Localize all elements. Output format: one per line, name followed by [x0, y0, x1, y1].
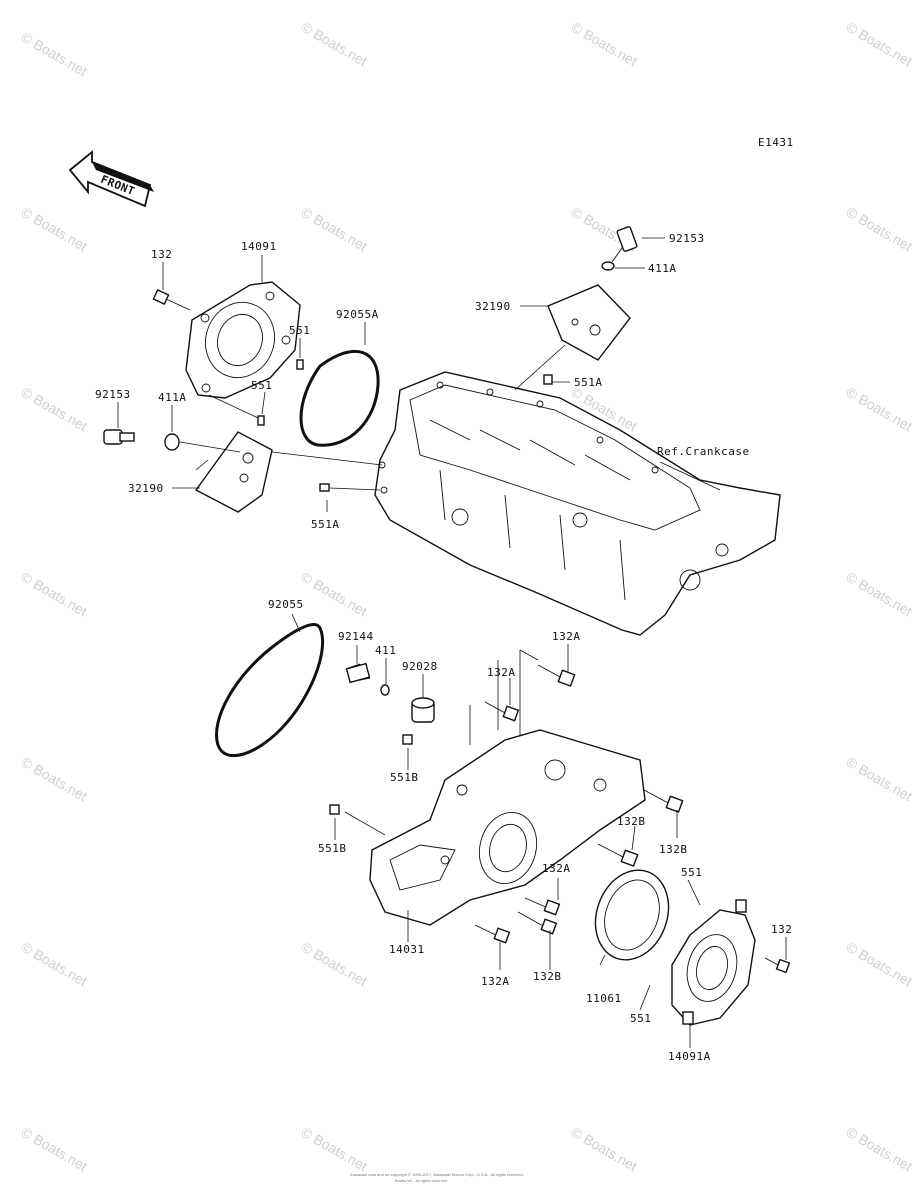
pin-551 [257, 415, 265, 426]
label-411A: 411A [158, 391, 187, 404]
label-132: 132 [771, 923, 792, 936]
label-92153: 92153 [95, 388, 131, 401]
leader-lines [117, 237, 787, 1048]
label-551A: 551A [311, 518, 340, 531]
label-92055A: 92055A [336, 308, 379, 321]
pin-551B [402, 734, 413, 745]
label-132A: 132A [487, 666, 516, 679]
label-411A: 411A [648, 262, 677, 275]
label-551: 551 [289, 324, 310, 337]
label-11061: 11061 [586, 992, 622, 1005]
label-14031: 14031 [389, 943, 425, 956]
watermark: © Boats.net [19, 384, 91, 435]
gasket-92055 [215, 623, 325, 758]
washer-411 [380, 684, 390, 696]
bolt-132A [484, 701, 520, 722]
label-92144: 92144 [338, 630, 374, 643]
cover-14091A [671, 899, 756, 1026]
ref-crankcase-label: Ref.Crankcase [657, 445, 750, 458]
label-132A: 132A [481, 975, 510, 988]
label-551B: 551B [318, 842, 347, 855]
watermark: © Boats.net [844, 939, 916, 990]
watermark: © Boats.net [19, 754, 91, 805]
plate-11061 [594, 869, 670, 961]
bolt-132A [537, 664, 576, 687]
watermark: © Boats.net [299, 204, 371, 255]
label-551: 551 [681, 866, 702, 879]
diagram-code: E1431 [758, 136, 794, 149]
copyright-line: Kawasaki data and art copyright © 1995-2… [350, 1172, 524, 1177]
bolt-132A [524, 897, 561, 916]
label-411: 411 [375, 644, 396, 657]
label-551: 551 [251, 379, 272, 392]
bolt-132B [517, 911, 558, 935]
cover-14091 [185, 281, 301, 399]
watermark: © Boats.net [299, 939, 371, 990]
bolt-132 [152, 289, 191, 311]
label-32190: 32190 [475, 300, 511, 313]
gasket-92055A [299, 349, 380, 447]
watermark: © Boats.net [299, 1124, 371, 1175]
label-132B: 132B [533, 970, 562, 983]
watermark: © Boats.net [19, 939, 91, 990]
part-labels: 132 14091 551 551 92055A 92153 411A 3219… [95, 232, 792, 1063]
watermark-layer: © Boats.net © Boats.net © Boats.net © Bo… [19, 19, 916, 1175]
watermark: © Boats.net [569, 19, 641, 70]
front-arrow-icon: FRONT [68, 150, 154, 208]
label-92153: 92153 [669, 232, 705, 245]
label-132B: 132B [617, 815, 646, 828]
watermark: © Boats.net [569, 1124, 641, 1175]
copyright-line: Boats.net - all rights reserved [395, 1178, 447, 1183]
label-92028: 92028 [402, 660, 438, 673]
washer-411A [164, 433, 180, 451]
bolt-132B [597, 843, 639, 867]
watermark: © Boats.net [844, 1124, 916, 1175]
watermark: © Boats.net [299, 19, 371, 70]
plug-92153 [611, 226, 638, 263]
pin-551A [543, 374, 553, 385]
pin-551A [319, 483, 330, 492]
pin-551 [296, 359, 304, 370]
watermark: © Boats.net [844, 204, 916, 255]
bolt-132B [643, 789, 684, 813]
bolt-132 [764, 957, 791, 974]
label-92055: 92055 [268, 598, 304, 611]
label-14091: 14091 [241, 240, 277, 253]
watermark: © Boats.net [19, 29, 91, 80]
washer-411A [601, 261, 615, 271]
watermark: © Boats.net [19, 569, 91, 620]
pin-551B [329, 804, 340, 815]
watermark: © Boats.net [299, 569, 371, 620]
cover-14031 [369, 729, 646, 926]
crankcase-ref [374, 371, 781, 636]
label-132A: 132A [542, 862, 571, 875]
watermark: © Boats.net [19, 1124, 91, 1175]
label-14091A: 14091A [668, 1050, 711, 1063]
label-132A: 132A [552, 630, 581, 643]
plug-92153 [103, 429, 135, 445]
label-132: 132 [151, 248, 172, 261]
bushing-92028 [411, 697, 435, 723]
watermark: © Boats.net [844, 384, 916, 435]
label-551B: 551B [390, 771, 419, 784]
label-32190: 32190 [128, 482, 164, 495]
bolt-132A [474, 924, 511, 944]
label-551: 551 [630, 1012, 651, 1025]
watermark: © Boats.net [844, 569, 916, 620]
watermark: © Boats.net [844, 754, 916, 805]
label-551A: 551A [574, 376, 603, 389]
bracket-32190 [194, 431, 273, 513]
bracket-32190 [547, 284, 631, 361]
watermark: © Boats.net [19, 204, 91, 255]
watermark: © Boats.net [844, 19, 916, 70]
spring-92144 [345, 662, 371, 684]
label-132B: 132B [659, 843, 688, 856]
